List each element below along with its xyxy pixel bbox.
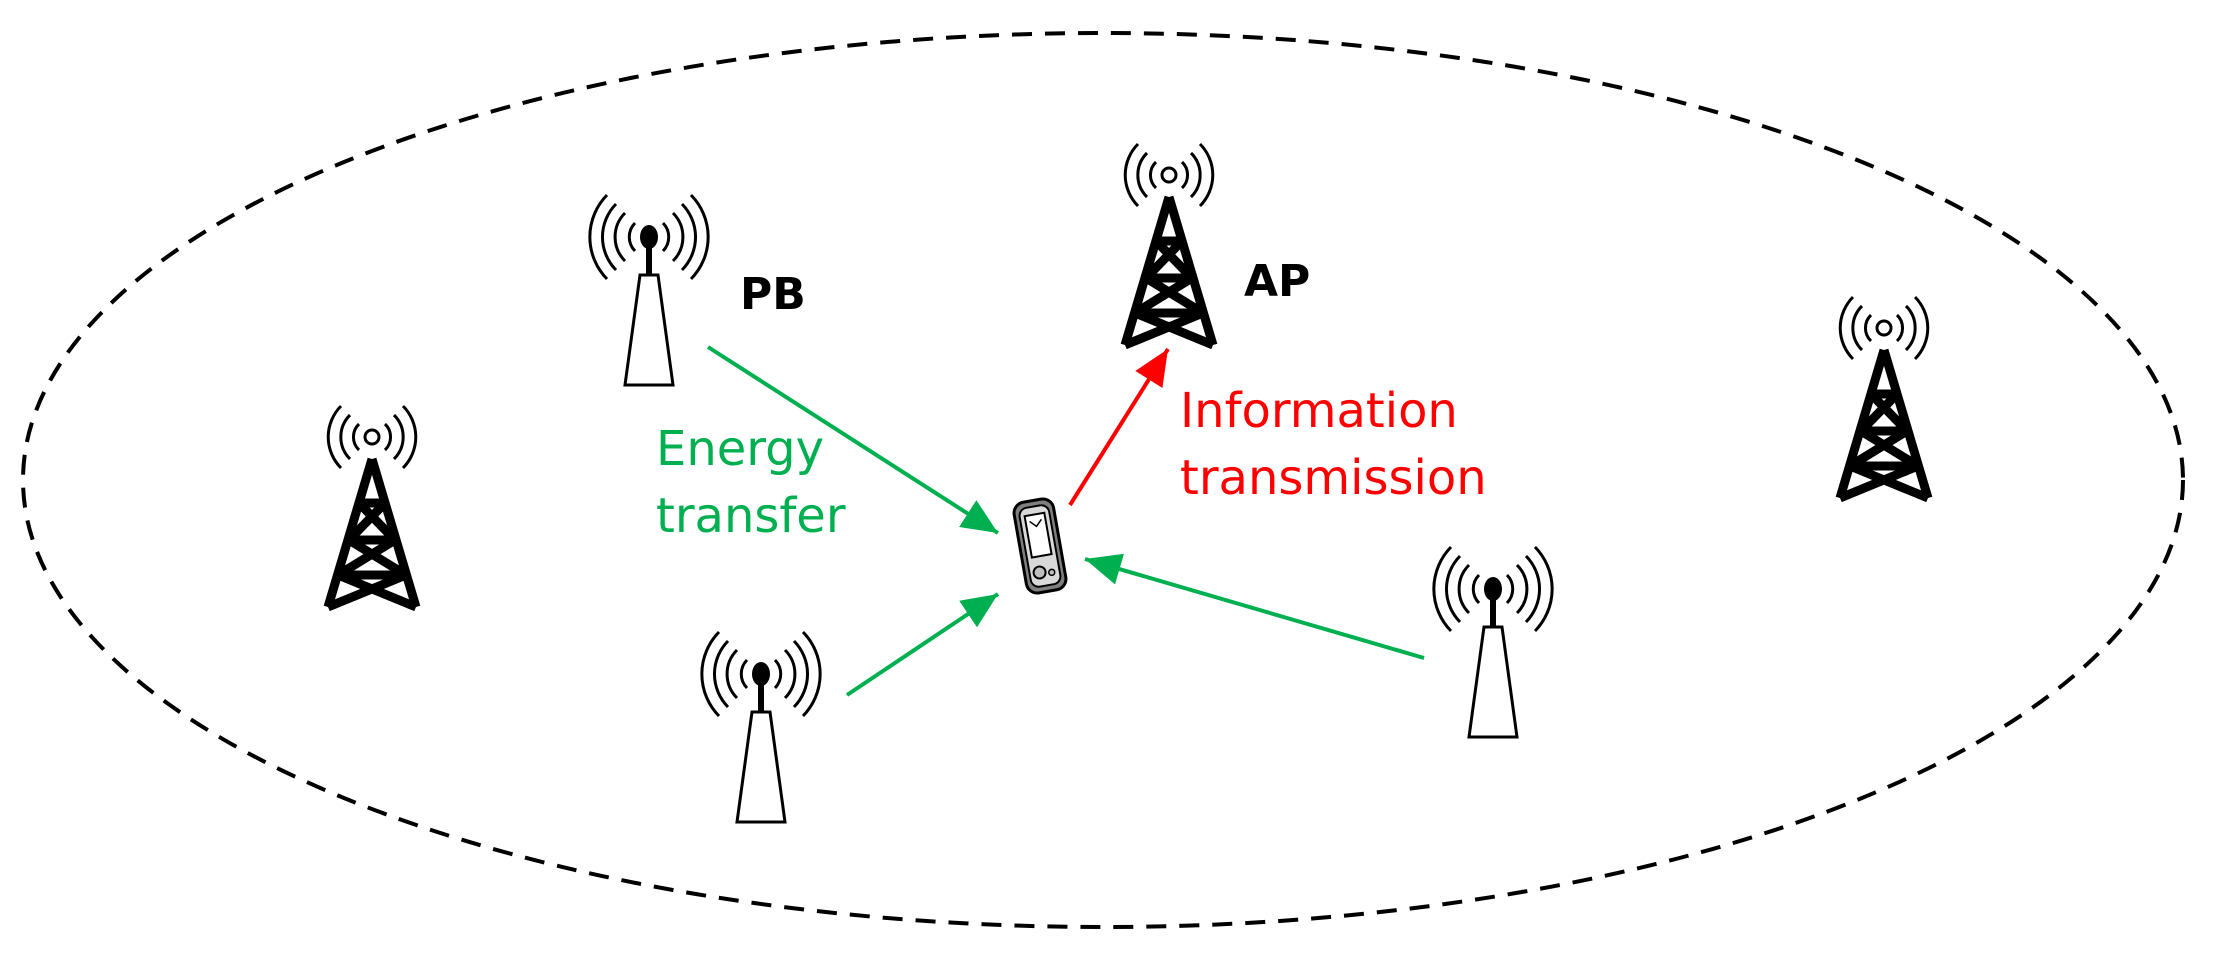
- energy-transfer-label-line2: transfer: [656, 488, 846, 544]
- power-beacon-bottom-icon: [702, 632, 820, 822]
- ap-label: AP: [1244, 256, 1310, 307]
- power-beacon-top-icon: [590, 195, 708, 385]
- energy-arrow-from-pb-bottom: [845, 592, 1000, 697]
- access-point-left-icon: [328, 406, 416, 607]
- pb-label: PB: [740, 269, 806, 320]
- information-transmission-label-line2: transmission: [1180, 450, 1487, 506]
- information-transmission-label-line1: Information: [1180, 383, 1458, 439]
- energy-arrow-from-pb-top: [706, 345, 1000, 535]
- handheld-device-icon: [1012, 497, 1068, 595]
- access-point-center-icon: [1125, 144, 1213, 345]
- access-point-right-icon: [1840, 297, 1928, 498]
- power-beacon-right-icon: [1434, 547, 1552, 737]
- energy-transfer-label-line1: Energy: [656, 421, 824, 477]
- information-arrow-to-ap: [1068, 347, 1170, 507]
- coverage-area-boundary: [21, 31, 2185, 929]
- energy-arrow-from-pb-right: [1084, 553, 1425, 660]
